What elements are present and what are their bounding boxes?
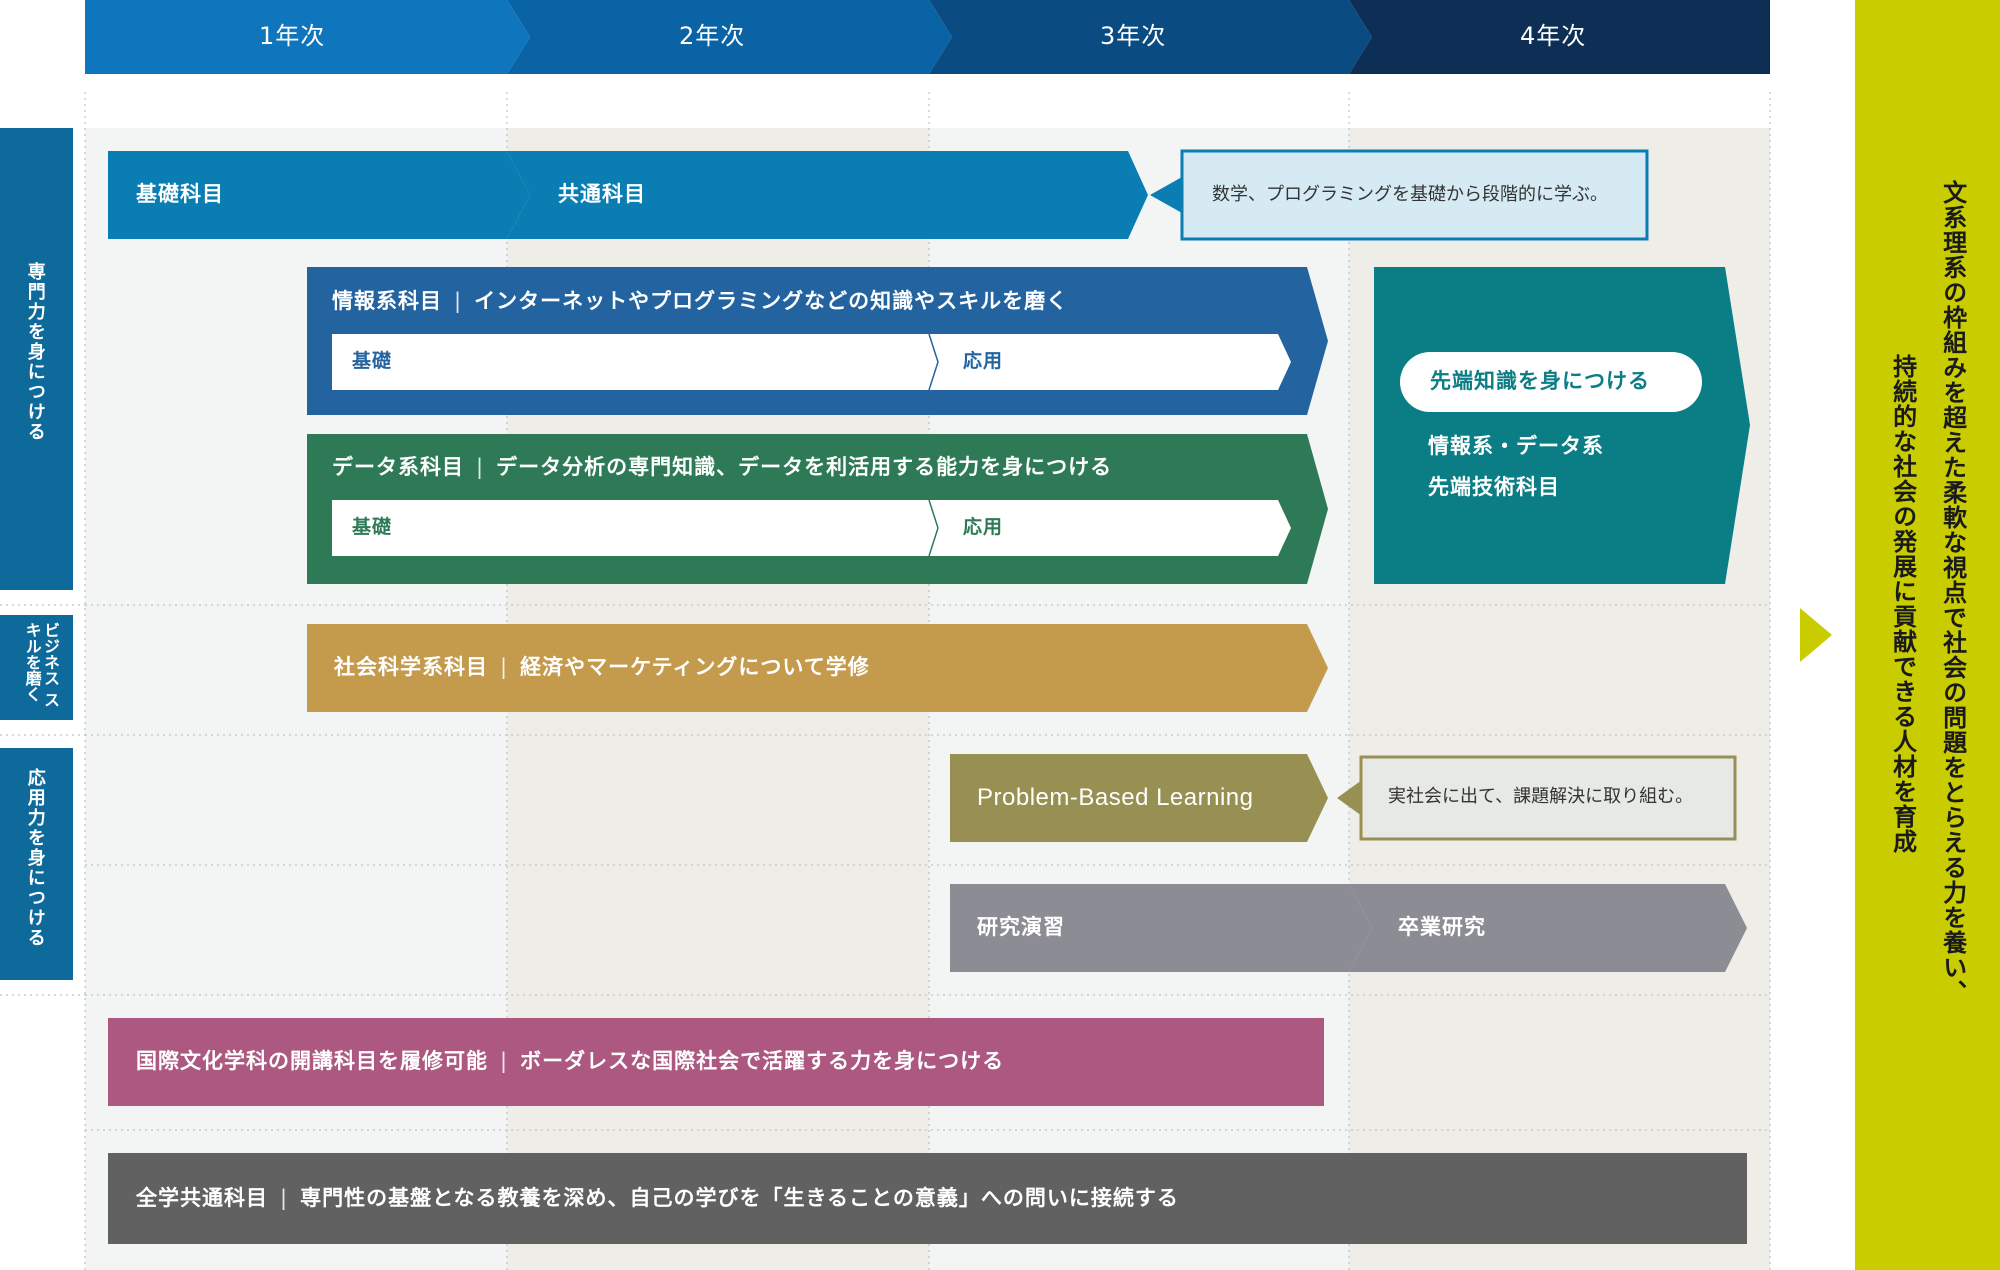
pbl-arrow — [950, 754, 1328, 842]
callout-math-box — [1180, 149, 1649, 241]
data-description: データ分析の専門知識、データを利活用する能力を身につける — [496, 455, 1113, 479]
year-1-chevron — [85, 0, 530, 74]
year-2-chevron — [507, 0, 952, 74]
kyotsu-label: 共通科目 — [558, 182, 646, 206]
thesis-arrow — [1349, 884, 1747, 972]
advanced-pill-label: 先端知識を身につける — [1430, 369, 1650, 393]
side-label-ouyou-text: 応用力を身につける — [24, 768, 46, 948]
data-basic-bar — [332, 500, 938, 556]
intl-bar — [108, 1018, 1324, 1106]
goal-panel — [1855, 0, 2000, 1270]
general-title: 全学共通科目 — [136, 1186, 268, 1210]
year-2-label: 2年次 — [679, 22, 746, 50]
side-label-ouyou — [0, 748, 73, 980]
data-applied-bar — [929, 500, 1291, 556]
joho-applied-label: 応用 — [963, 350, 1004, 372]
pbl-label: Problem-Based Learning — [977, 784, 1254, 811]
social-heading: 社会科学系科目 | 経済やマーケティングについて学修 — [334, 657, 870, 678]
callout-math-text: 数学、プログラミングを基礎から段階的に学ぶ。 — [1212, 184, 1608, 205]
callout-math-pointer — [1150, 177, 1182, 213]
joho-applied-bar — [929, 334, 1291, 390]
joho-title: 情報系科目 — [332, 289, 442, 313]
intl-heading: 国際文化学科の開講科目を履修可能 | ボーダレスな国際社会で活躍する力を身につける — [136, 1051, 1004, 1072]
side-label-business — [0, 615, 73, 720]
kiso-label: 基礎科目 — [136, 182, 224, 206]
general-description: 専門性の基盤となる教養を深め、自己の学びを「生きることの意義」への問いに接続する — [300, 1186, 1179, 1210]
joho-basic-label: 基礎 — [352, 350, 393, 372]
year-4-chevron — [1349, 0, 1770, 74]
advanced-pill — [1400, 352, 1702, 412]
data-heading: データ系科目 | データ分析の専門知識、データを利活用する能力を身につける — [332, 457, 1112, 478]
data-applied-label: 応用 — [963, 516, 1004, 538]
intl-description: ボーダレスな国際社会で活躍する力を身につける — [520, 1049, 1005, 1073]
general-bar — [108, 1153, 1747, 1244]
year-3-chevron — [929, 0, 1372, 74]
year-4-label: 4年次 — [1520, 22, 1587, 50]
social-arrow — [307, 624, 1328, 712]
thesis-label: 卒業研究 — [1398, 915, 1486, 939]
joho-basic-bar — [332, 334, 938, 390]
advanced-line2: 先端技術科目 — [1428, 475, 1560, 499]
intl-title: 国際文化学科の開講科目を履修可能 — [136, 1049, 488, 1073]
joho-separator: | — [454, 289, 463, 313]
kyotsu-arrow — [507, 151, 1148, 239]
intl-separator: | — [500, 1049, 509, 1073]
side-label-business-text: ビジネス スキルを磨く — [22, 622, 60, 708]
data-basic-label: 基礎 — [352, 516, 393, 538]
year-3-label: 3年次 — [1100, 22, 1167, 50]
goal-text-line2: 持続的な社会の発展に貢献できる人材を育成 — [1888, 354, 1917, 854]
goal-text-line1: 文系理系の枠組みを超えた柔軟な視点で社会の問題をとらえる力を養い、 — [1938, 180, 1967, 1005]
joho-heading: 情報系科目 | インターネットやプログラミングなどの知識やスキルを磨く — [332, 291, 1068, 312]
seminar-label: 研究演習 — [977, 915, 1065, 939]
callout-pbl-text: 実社会に出て、課題解決に取り組む。 — [1388, 786, 1694, 807]
side-label-senmon — [0, 128, 73, 590]
advanced-arrow — [1374, 267, 1750, 584]
seminar-arrow — [950, 884, 1372, 972]
data-title: データ系科目 — [332, 455, 464, 479]
general-separator: | — [280, 1186, 289, 1210]
joho-description: インターネットやプログラミングなどの知識やスキルを磨く — [474, 289, 1069, 313]
social-title: 社会科学系科目 — [334, 655, 488, 679]
callout-pbl-pointer — [1337, 780, 1362, 816]
social-separator: | — [500, 655, 509, 679]
data-separator: | — [476, 455, 485, 479]
side-label-senmon-text: 専門力を身につける — [24, 262, 46, 442]
callout-pbl-box — [1359, 755, 1737, 841]
outcome-arrow-icon — [1800, 608, 1832, 662]
general-heading: 全学共通科目 | 専門性の基盤となる教養を深め、自己の学びを「生きることの意義」への… — [136, 1188, 1179, 1209]
social-description: 経済やマーケティングについて学修 — [520, 655, 870, 679]
kiso-arrow — [108, 151, 530, 239]
year-1-label: 1年次 — [259, 22, 326, 50]
advanced-line1: 情報系・データ系 — [1428, 434, 1604, 458]
